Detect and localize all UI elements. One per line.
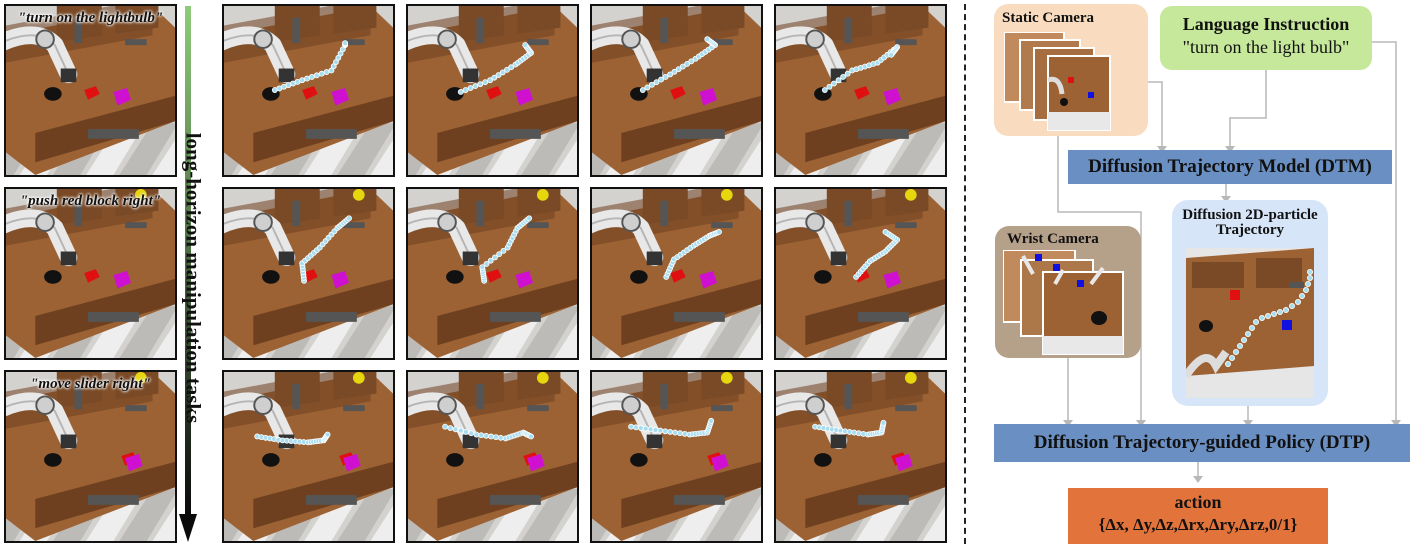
progress-arrow <box>179 6 197 542</box>
rollout-frame <box>222 4 395 177</box>
task-instruction: "turn on the lightbulb" <box>17 10 164 26</box>
particle-title-line2: Trajectory <box>1215 222 1284 238</box>
scene-image <box>592 6 761 175</box>
action-title: action <box>1174 492 1222 512</box>
rollout-frame <box>774 4 947 177</box>
action-box: action {Δx, Δy,Δz,Δrx,Δry,Δrz,0/1} <box>1068 488 1328 544</box>
particle-trajectory-box: Diffusion 2D-particle Trajectory <box>1172 200 1328 406</box>
scene-image <box>6 372 175 541</box>
rollout-frame <box>222 370 395 543</box>
task-instruction: "move slider right" <box>30 376 151 392</box>
dtp-label: Diffusion Trajectory-guided Policy (DTP) <box>1033 432 1371 453</box>
static-camera-stack <box>1004 32 1111 131</box>
wrist-camera-box: Wrist Camera <box>995 226 1141 358</box>
rollout-frame <box>406 187 579 360</box>
language-text: "turn on the light bulb" <box>1182 37 1350 57</box>
dtm-label: Diffusion Trajectory Model (DTM) <box>1088 156 1372 177</box>
dtm-box: Diffusion Trajectory Model (DTM) <box>1068 150 1392 184</box>
rollout-frame <box>406 4 579 177</box>
static-camera-box: Static Camera <box>994 4 1148 136</box>
dtp-box: Diffusion Trajectory-guided Policy (DTP) <box>994 424 1410 462</box>
language-title: Language Instruction <box>1182 14 1350 34</box>
scene-image <box>776 189 945 358</box>
task-frame-2: "push red block right" <box>4 187 177 360</box>
rollout-frame <box>590 187 763 360</box>
task-instruction: "push red block right" <box>19 193 162 209</box>
scene-image <box>776 372 945 541</box>
scene-image <box>592 372 761 541</box>
static-camera-label: Static Camera <box>1002 10 1095 26</box>
particle-trajectory-image <box>1186 248 1314 398</box>
rollout-frame <box>774 187 947 360</box>
rollout-frame <box>774 370 947 543</box>
particle-title-line1: Diffusion 2D-particle <box>1182 207 1318 223</box>
trajectory-dots <box>1225 268 1314 368</box>
rollout-frame <box>590 370 763 543</box>
task-frame-3: "move slider right" <box>4 370 177 543</box>
scene-image <box>6 6 175 175</box>
rollout-frame <box>406 370 579 543</box>
section-divider <box>964 4 966 544</box>
scene-image <box>408 372 577 541</box>
language-instruction-box: Language Instruction "turn on the light … <box>1160 6 1372 70</box>
rollout-frame <box>222 187 395 360</box>
scene-image <box>224 189 393 358</box>
wrist-camera-stack <box>1003 250 1124 355</box>
wrist-camera-label: Wrist Camera <box>1007 231 1099 247</box>
task-frame-1: "turn on the lightbulb" <box>4 4 177 177</box>
scene-image <box>408 189 577 358</box>
scene-image <box>408 6 577 175</box>
scene-image <box>6 189 175 358</box>
scene-image <box>224 372 393 541</box>
scene-image <box>592 189 761 358</box>
action-vector: {Δx, Δy,Δz,Δrx,Δry,Δrz,0/1} <box>1098 515 1298 534</box>
rollout-frame <box>590 4 763 177</box>
scene-image <box>776 6 945 175</box>
scene-image <box>224 6 393 175</box>
